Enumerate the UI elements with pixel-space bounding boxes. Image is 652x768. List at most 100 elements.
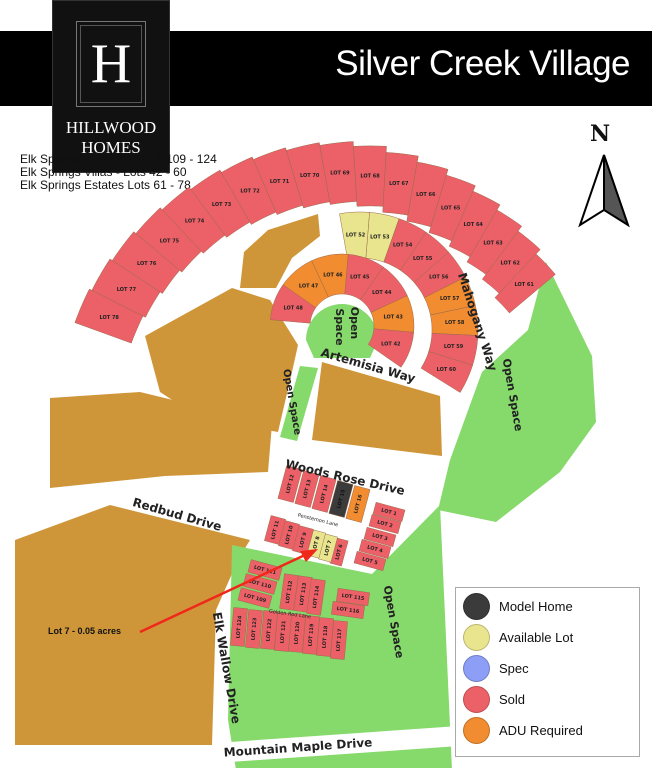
lot-label: LOT 43 <box>384 314 404 320</box>
lot-shape[interactable] <box>306 578 326 616</box>
lot-label: LOT 120 <box>294 621 302 645</box>
mountain-maple-drive-road <box>219 725 461 763</box>
lot-label: LOT 58 <box>445 320 465 326</box>
lot-shape[interactable] <box>420 351 473 393</box>
lot-shape[interactable] <box>368 513 402 535</box>
logo-text-line: HILLWOOD <box>65 118 157 137</box>
lot-shape[interactable] <box>294 470 320 508</box>
lot-shape[interactable] <box>311 475 337 513</box>
lot-122[interactable]: LOT 122 <box>260 610 278 650</box>
lot-2[interactable]: LOT 2 <box>368 513 402 535</box>
lot-label: LOT 70 <box>300 173 320 179</box>
lot-label: LOT 2 <box>376 520 393 530</box>
lot-shape[interactable] <box>260 610 278 650</box>
lot-111[interactable]: LOT 111 <box>247 559 283 581</box>
lot-114[interactable]: LOT 114 <box>306 578 326 616</box>
phase-list: Elk Springs - Lots 1 - 16, & 109 - 124 E… <box>20 153 217 192</box>
lot-shape[interactable] <box>245 609 263 649</box>
lot-3[interactable]: LOT 3 <box>363 526 397 548</box>
lot-label: LOT 44 <box>372 290 392 296</box>
legend-item-sold: Sold <box>463 685 525 713</box>
lot-shape[interactable] <box>331 601 365 619</box>
lot-7-annotation: Lot 7 - 0.05 acres <box>48 626 122 636</box>
lot-14[interactable]: LOT 14 <box>311 475 337 513</box>
lot-label: LOT 11 <box>270 519 281 540</box>
lot-12[interactable]: LOT 12 <box>277 465 303 503</box>
lot-115[interactable]: LOT 115 <box>336 588 370 606</box>
logo-frame: H <box>76 21 146 107</box>
hillwood-homes-logo: H HILLWOOD HOMES <box>52 0 170 173</box>
lot-4[interactable]: LOT 4 <box>358 538 392 560</box>
lot-shape[interactable] <box>277 465 303 503</box>
lot-label: LOT 122 <box>266 618 274 642</box>
lot-label: LOT 60 <box>437 367 457 373</box>
lot-124[interactable]: LOT 124 <box>230 607 248 647</box>
lot-shape[interactable] <box>367 328 414 368</box>
legend-item-model-home: Model Home <box>463 592 573 620</box>
reserve-parcel <box>240 214 320 288</box>
lot-15[interactable]: LOT 15 <box>328 480 354 518</box>
lot-shape[interactable] <box>330 620 348 660</box>
lot-label: LOT 112 <box>285 580 294 604</box>
lot-label: LOT 4 <box>366 545 383 555</box>
lot-label: LOT 3 <box>371 533 388 543</box>
model-home-swatch <box>463 592 490 620</box>
lot-shape[interactable] <box>336 588 370 606</box>
lot-52[interactable]: LOT 52 <box>339 211 370 260</box>
lot-shape[interactable] <box>372 501 406 523</box>
adu-required-swatch <box>463 716 490 744</box>
lot-11[interactable]: LOT 11 <box>264 515 286 545</box>
lot-label: LOT 48 <box>283 306 303 312</box>
compass-arrow-icon <box>578 154 605 228</box>
lot-label: LOT 109 <box>243 593 267 605</box>
lot-label: LOT 15 <box>336 488 347 509</box>
lot-61[interactable]: LOT 61 <box>494 253 556 314</box>
compass-north-label: N <box>590 121 610 147</box>
lot-109[interactable]: LOT 109 <box>237 587 273 609</box>
legend-item-available-lot: Available Lot <box>463 623 573 651</box>
annotation-arrow <box>139 553 306 634</box>
lot-60[interactable]: LOT 60 <box>420 351 473 393</box>
reserve-parcel <box>15 505 250 745</box>
lot-label: LOT 75 <box>160 238 180 244</box>
lot-16[interactable]: LOT 16 <box>345 485 371 523</box>
lot-shape[interactable] <box>345 485 371 523</box>
lot-117[interactable]: LOT 117 <box>330 620 348 660</box>
lot-label: LOT 113 <box>299 582 308 606</box>
lot-label: LOT 71 <box>270 179 290 185</box>
lot-label: LOT 46 <box>323 272 343 278</box>
lot-shape[interactable] <box>264 515 286 545</box>
lot-123[interactable]: LOT 123 <box>245 609 263 649</box>
lot-1[interactable]: LOT 1 <box>372 501 406 523</box>
lot-shape[interactable] <box>247 559 283 581</box>
compass-arrow-icon <box>603 154 630 228</box>
lot-68[interactable]: LOT 68 <box>353 145 387 207</box>
logo-text-line: HOMES <box>81 138 141 157</box>
lot-shape[interactable] <box>353 550 387 572</box>
lot-42[interactable]: LOT 42 <box>367 328 414 368</box>
phase-item: Elk Springs Villas - Lots 42 - 60 <box>20 165 187 179</box>
inner-open-space <box>306 304 378 358</box>
lot-label: LOT 8 <box>312 535 322 552</box>
lot-label: LOT 121 <box>280 620 288 644</box>
lot-13[interactable]: LOT 13 <box>294 470 320 508</box>
lot-shape[interactable] <box>237 587 273 609</box>
legend-label: Model Home <box>499 598 573 614</box>
lot-label: LOT 63 <box>483 240 503 246</box>
lot-116[interactable]: LOT 116 <box>331 601 365 619</box>
golden-rod-lane-label: Golden Rod Lane <box>268 609 311 621</box>
lot-label: LOT 111 <box>253 565 277 577</box>
lot-shape[interactable] <box>363 526 397 548</box>
lot-label: LOT 64 <box>464 222 484 228</box>
lot-shape[interactable] <box>230 607 248 647</box>
open-space-parcel <box>280 366 318 441</box>
lot-shape[interactable] <box>328 480 354 518</box>
lot-shape[interactable] <box>358 538 392 560</box>
lot-5[interactable]: LOT 5 <box>353 550 387 572</box>
lot-shape[interactable] <box>494 253 556 314</box>
lot-label: LOT 110 <box>248 579 272 591</box>
lot-label: LOT 1 <box>380 508 397 518</box>
lot-label: LOT 116 <box>336 606 360 615</box>
open-space-label: Space <box>333 308 346 345</box>
